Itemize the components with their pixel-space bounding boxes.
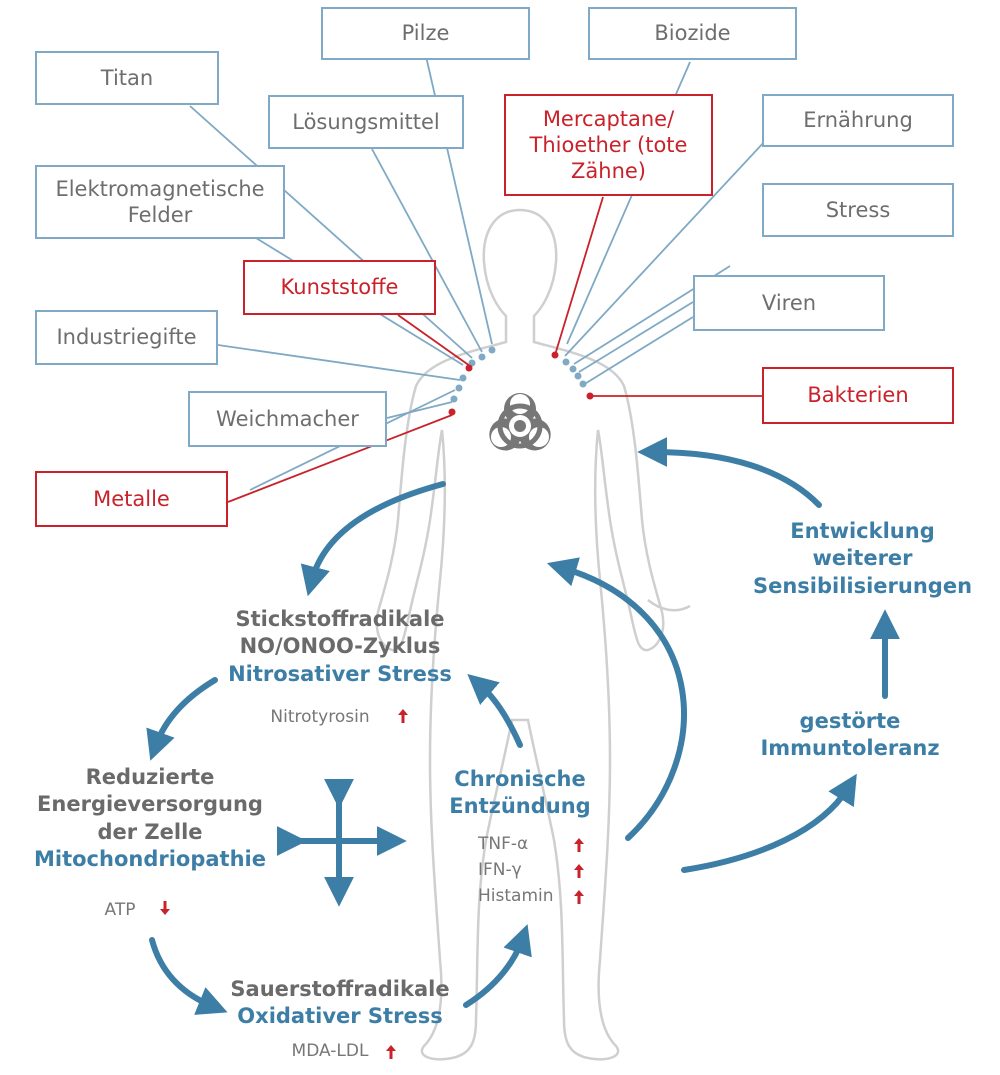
box-loesungsmittel: Lösungsmittel (268, 95, 464, 149)
box-mercaptane: Mercaptane/ Thioether (tote Zähne) (504, 94, 713, 196)
arrow-nitrosative-to-energy (146, 677, 218, 761)
arrow-energy-to-oxidative (149, 937, 228, 1015)
node-immunotolerance: gestörte Immuntoleranz (740, 708, 960, 763)
immunotolerance-line2: Immuntoleranz (760, 736, 940, 761)
exposure-connectors-red (227, 196, 762, 503)
box-kunststoffe: Kunststoffe (243, 260, 436, 315)
marker-tnf-alpha: TNF-α (478, 834, 529, 854)
marker-histamin: Histamin (478, 886, 554, 906)
biohazard-icon (489, 393, 551, 451)
energy-line3: der Zelle (97, 819, 203, 844)
sensitization-line3: Sensibilisierungen (752, 573, 973, 598)
box-elektromagnetische-felder: Elektromagnetische Felder (35, 165, 285, 239)
arrow-inflammation-to-nitrosative (467, 673, 523, 748)
inflammation-line2: Entzündung (449, 794, 591, 819)
histamin-arrow-up-icon (574, 890, 584, 904)
box-weichmacher: Weichmacher (188, 391, 387, 447)
sensitization-line2: weiterer (812, 546, 913, 571)
energy-line1: Reduzierte (85, 765, 215, 789)
ifn-arrow-up-icon (574, 864, 584, 878)
connector-dots (448, 346, 594, 416)
nitrosative-line2: NO/ONOO-Zyklus (239, 634, 441, 659)
human-silhouette-icon (375, 208, 691, 1061)
nitrosative-line3: Nitrosativer Stress (228, 661, 452, 686)
process-arrows (146, 437, 900, 1015)
oxidative-line1: Sauerstoffradikale (230, 977, 450, 1001)
sensitization-line1: Entwicklung (790, 519, 935, 543)
atp-arrow-down-icon (160, 901, 170, 915)
box-metalle: Metalle (35, 471, 228, 527)
tnf-arrow-up-icon (574, 838, 584, 852)
atp-label: ATP (104, 900, 136, 920)
nitrotyrosin-arrow-up-icon (398, 709, 408, 723)
arrow-to-nitrosative (300, 481, 446, 597)
energy-line4: Mitochondriopathie (34, 846, 266, 871)
box-biozide: Biozide (588, 7, 797, 60)
box-ernaehrung: Ernährung (762, 94, 954, 147)
box-bakterien: Bakterien (762, 367, 954, 424)
node-nitrosative-stress: Stickstoffradikale NO/ONOO-Zyklus Nitros… (190, 606, 490, 688)
nitrotyrosin-label: Nitrotyrosin (270, 707, 370, 727)
mda-ldl-label: MDA-LDL (291, 1041, 369, 1061)
node-mitochondriopathie: Reduzierte Energieversorgung der Zelle M… (10, 764, 290, 873)
marker-ifn-gamma: IFN-γ (478, 860, 522, 880)
immunotolerance-line1: gestörte (799, 709, 901, 733)
mda-ldl-arrow-up-icon (386, 1045, 396, 1059)
box-industriegifte: Industriegifte (35, 310, 218, 365)
arrow-sensitization-to-body (637, 437, 822, 508)
node-sensitization: Entwicklung weiterer Sensibilisierungen (740, 518, 985, 600)
energy-line2: Energieversorgung (37, 792, 263, 817)
nitrosative-line1: Stickstoffradikale (235, 607, 445, 631)
box-viren: Viren (693, 275, 885, 331)
box-pilze: Pilze (321, 7, 530, 60)
node-chronic-inflammation: Chronische Entzündung (420, 766, 620, 821)
box-titan: Titan (35, 51, 219, 105)
node-oxidative-stress: Sauerstoffradikale Oxidativer Stress (200, 976, 480, 1031)
inflammation-line1: Chronische (454, 767, 586, 791)
box-stress: Stress (762, 183, 954, 237)
cross-arrow-icon (276, 778, 407, 907)
arrow-inflammation-to-immunotolerance (681, 773, 857, 873)
arrow-inflammation-to-body (546, 557, 687, 841)
oxidative-line2: Oxidativer Stress (237, 1004, 443, 1029)
arrow-oxidative-to-inflammation (463, 924, 532, 1008)
